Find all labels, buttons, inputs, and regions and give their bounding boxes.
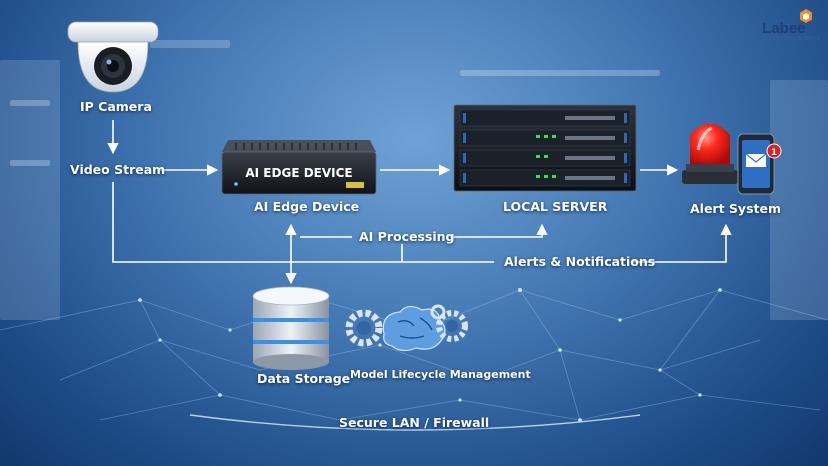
gear-icon <box>345 309 383 347</box>
secure-lan-label: Secure LAN / Firewall <box>339 415 490 430</box>
data-storage-label: Data Storage <box>257 371 351 386</box>
ai-edge-device-label: AI Edge Device <box>254 199 360 214</box>
network-nodes <box>138 288 722 422</box>
bg-shelf-right <box>770 80 828 320</box>
brand-logo: Labee Connecting Science <box>762 9 820 42</box>
alert-system-label: Alert System <box>690 201 781 216</box>
arrow-processing-to-server <box>450 223 548 238</box>
ai-edge-device-icon <box>221 140 377 195</box>
brain-icon <box>382 305 446 352</box>
alarm-beacon-icon <box>682 123 738 184</box>
alerts-notifications-label: Alerts & Notifications <box>504 254 656 269</box>
notification-badge <box>766 143 782 159</box>
server-status-leds <box>536 135 556 178</box>
database-icon <box>252 286 330 370</box>
model-lifecycle-label: Model Lifecycle Management <box>350 368 531 381</box>
notification-badge-count: 1 <box>771 148 777 158</box>
bg-light <box>150 40 230 48</box>
smartphone-icon <box>737 133 775 195</box>
local-server-icon <box>453 104 637 192</box>
ip-camera-icon <box>67 21 159 93</box>
edge-device-badge <box>346 182 364 188</box>
brand-tagline: Connecting Science <box>762 35 820 42</box>
hexagon-logo-icon <box>800 9 812 23</box>
bg-shelf-line <box>10 160 50 166</box>
local-server-label: LOCAL SERVER <box>503 199 608 214</box>
arrow-stream-to-alerts <box>112 182 494 263</box>
flow-arrows <box>107 120 732 285</box>
video-stream-label: Video Stream <box>70 162 166 177</box>
edge-device-panel-text: AI EDGE DEVICE <box>245 166 352 180</box>
brand-name: Labee <box>762 20 806 37</box>
ai-processing-label: AI Processing <box>359 229 455 244</box>
arrow-alerts-to-alert-system <box>632 223 732 263</box>
bg-light <box>460 70 660 76</box>
ip-camera-label: IP Camera <box>80 99 152 114</box>
lan-glow-line <box>189 414 641 431</box>
bg-shelf-line <box>10 100 50 106</box>
gear-icon-secondary <box>430 304 468 342</box>
bg-shelf-left <box>0 60 60 320</box>
